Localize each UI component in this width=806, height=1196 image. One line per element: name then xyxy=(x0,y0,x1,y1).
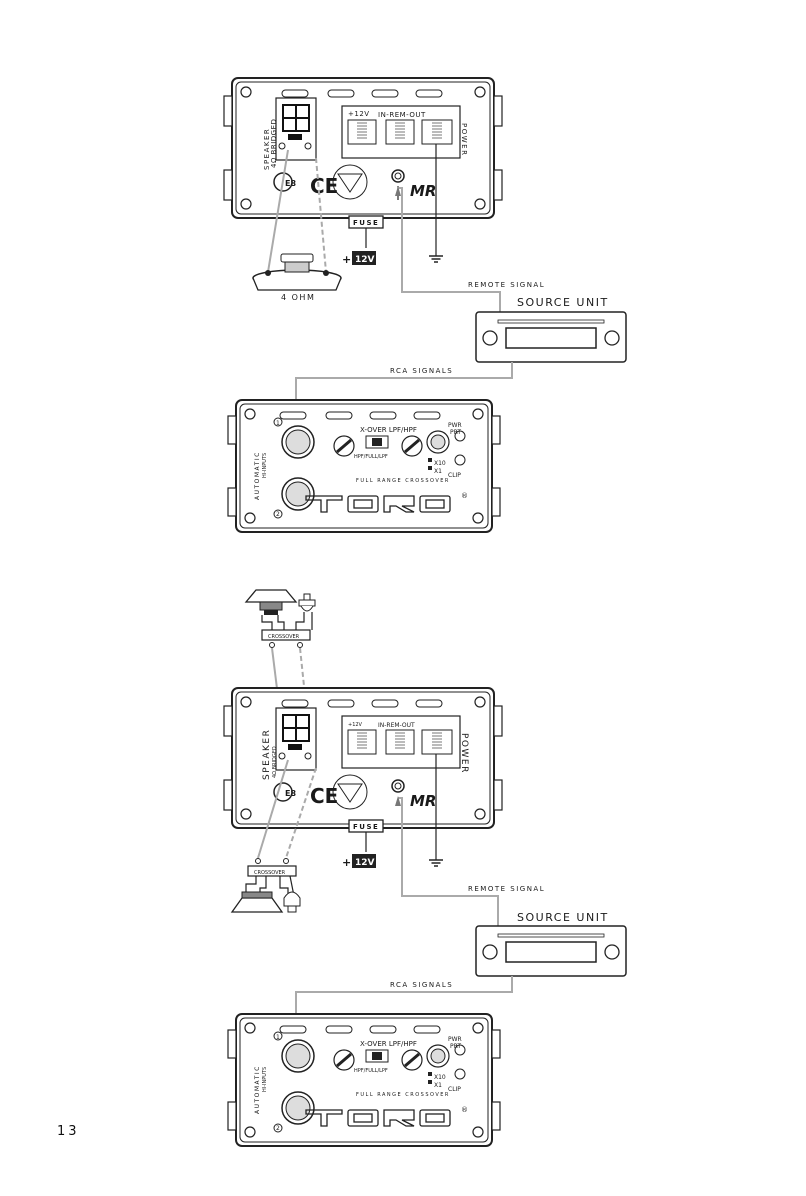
registered-mark-1: ® xyxy=(461,492,468,500)
source-unit-1 xyxy=(475,311,627,363)
ce-mark-2: CE xyxy=(310,784,338,808)
registered-mark-2: ® xyxy=(461,1106,468,1114)
tweeter-top-2 xyxy=(298,593,316,612)
fuse-label-1: FUSE xyxy=(353,219,379,227)
auto-label-2: AUTOMATIC xyxy=(254,1065,261,1114)
brand-mark-2: MR xyxy=(410,792,436,810)
page-number: 13 xyxy=(57,1124,80,1139)
crossover-label-2b: CROSSOVER xyxy=(254,870,286,876)
full-range-label-1: FULL RANGE CROSSOVER xyxy=(356,478,450,484)
speaker-label-1: SPEAKER xyxy=(263,128,271,170)
hi-inputs-label-1: HI-INPUTS xyxy=(262,453,268,478)
woofer-top-2 xyxy=(245,589,297,616)
amplifier-bottom-2 xyxy=(226,1012,502,1148)
xover-label-2: X-OVER LPF/HPF xyxy=(360,1040,417,1048)
terminal-label-2: IN-REM-OUT xyxy=(378,722,415,729)
ch2-label-2: 2 xyxy=(276,1125,280,1132)
svg-text:+: + xyxy=(342,856,351,869)
remote-label-1: REMOTE SIGNAL xyxy=(468,281,545,289)
x1-label-2: X1 xyxy=(434,1082,442,1089)
remote-label-2: REMOTE SIGNAL xyxy=(468,885,545,893)
speaker-sub-label-2: 4Ω BRIDGED xyxy=(272,746,278,778)
amplifier-bottom-1 xyxy=(226,398,502,534)
brand-mark-1: MR xyxy=(410,182,436,200)
ch2-label-1: 2 xyxy=(276,511,280,518)
x1-label-1: X1 xyxy=(434,468,442,475)
crossover-box-2a xyxy=(261,629,311,641)
hi-inputs-label-2: HI-INPUTS xyxy=(262,1067,268,1092)
ce-mark-1: CE xyxy=(310,174,338,198)
power-label-1: POWER xyxy=(460,123,468,156)
battery-icon-1 xyxy=(352,251,376,265)
switch-label-1: HPF/FULL/LPF xyxy=(354,454,388,460)
crossover-box-2b xyxy=(247,865,297,877)
e-mark-1: E8 xyxy=(285,179,296,188)
remote-wire-2 xyxy=(398,797,499,926)
x10-label-2: X10 xyxy=(434,1074,446,1081)
source-unit-2 xyxy=(475,925,627,977)
pwr-label-2: PWR xyxy=(448,1036,462,1043)
speaker-label-2: SPEAKER xyxy=(262,729,272,780)
battery-label-1: 12V xyxy=(355,255,375,265)
full-range-label-2: FULL RANGE CROSSOVER xyxy=(356,1092,450,1098)
terminal-label-1: IN-REM-OUT xyxy=(378,111,426,119)
e-mark-2: E8 xyxy=(285,789,296,798)
prt-label-2: PRT xyxy=(450,1043,461,1050)
ground-icon-1 xyxy=(428,247,444,263)
crossover-label-2a: CROSSOVER xyxy=(268,634,300,640)
fuse-label-2: FUSE xyxy=(353,823,379,831)
ch1-label-1: 1 xyxy=(276,420,280,427)
small-12v-label-2: +12V xyxy=(348,722,363,728)
pwr-label-1: PWR xyxy=(448,422,462,429)
speaker-sub-label-1: 4Ω BRIDGED xyxy=(270,119,278,168)
clip-label-1: CLIP xyxy=(448,472,461,479)
prt-label-1: PRT xyxy=(450,429,461,436)
rca-label-1: RCA SIGNALS xyxy=(390,367,453,375)
switch-label-2: HPF/FULL/LPF xyxy=(354,1068,388,1074)
woofer-bottom-2 xyxy=(230,891,284,913)
clip-label-2: CLIP xyxy=(448,1086,461,1093)
auto-label-1: AUTOMATIC xyxy=(254,451,261,500)
tweeter-bottom-2 xyxy=(283,891,301,913)
ground-icon-2 xyxy=(428,851,444,867)
ch1-label-2: 1 xyxy=(276,1034,280,1041)
power-label-2: POWER xyxy=(459,733,469,774)
svg-text:+: + xyxy=(342,253,351,266)
speaker-4ohm-1 xyxy=(252,253,342,291)
xover-label-1: X-OVER LPF/HPF xyxy=(360,426,417,434)
battery-label-2: 12V xyxy=(355,858,375,868)
remote-wire-1 xyxy=(398,187,501,312)
source-unit-label-2: SOURCE UNIT xyxy=(517,911,609,924)
small-12v-label-1: +12V xyxy=(348,110,370,118)
source-unit-label-1: SOURCE UNIT xyxy=(517,296,609,309)
rca-label-2: RCA SIGNALS xyxy=(390,981,453,989)
x10-label-1: X10 xyxy=(434,460,446,467)
battery-icon-2 xyxy=(352,854,376,868)
speaker-ohm-label-1: 4 OHM xyxy=(281,293,315,302)
